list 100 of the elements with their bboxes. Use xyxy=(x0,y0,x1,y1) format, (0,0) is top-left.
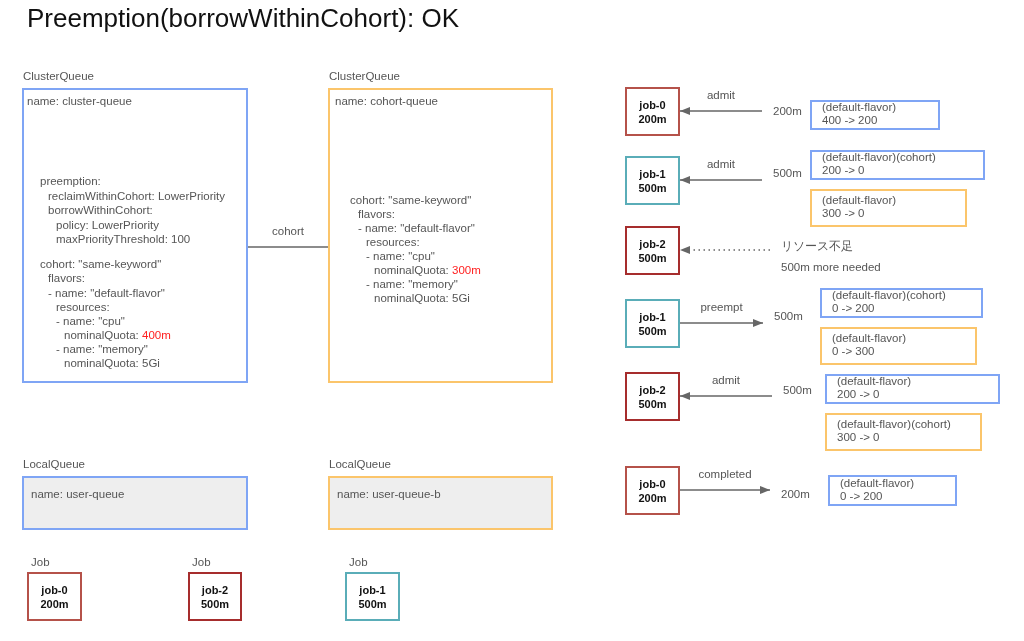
quota-change: 200 -> 0 xyxy=(837,388,880,401)
box-heading: Job xyxy=(31,556,50,568)
job-name: job-2 xyxy=(638,236,667,251)
box-heading: ClusterQueue xyxy=(23,70,94,82)
flavor-box xyxy=(825,374,1000,404)
job-name: job-2 xyxy=(200,582,230,597)
flavor-name: (default-flavor) xyxy=(832,332,907,345)
arrow xyxy=(679,107,763,115)
amount-text: 200m xyxy=(770,487,810,501)
code-line: nominalQuota: 400m xyxy=(64,328,171,342)
edge-label: admit xyxy=(704,89,738,101)
resource-amount: 200m xyxy=(39,596,70,611)
code-line: - name: "cpu" xyxy=(366,249,435,263)
flavor-box xyxy=(820,327,977,365)
job-box xyxy=(625,372,680,421)
job-box xyxy=(625,226,680,275)
flavor-name: (default-flavor)(cohort) xyxy=(832,289,946,302)
amount-text: 500m more needed xyxy=(781,260,881,275)
code-line: - name: "memory" xyxy=(366,277,458,291)
box-heading: LocalQueue xyxy=(329,458,392,470)
resource-amount: 500m xyxy=(357,596,388,611)
code-line: nominalQuota: 5Gi xyxy=(374,291,470,305)
flavor-box xyxy=(828,475,957,506)
code-line: name: cohort-queue xyxy=(335,94,438,108)
flavor-name: (default-flavor)(cohort) xyxy=(822,151,936,164)
resource-amount: 200m xyxy=(637,490,668,505)
code-line: maxPriorityThreshold: 100 xyxy=(56,232,191,246)
edge-label: admit xyxy=(709,374,743,386)
amount-text: 500m xyxy=(772,383,812,397)
connector-line xyxy=(247,246,329,248)
resource-amount: 500m xyxy=(199,596,231,611)
code-line: borrowWithinCohort: xyxy=(48,203,153,217)
box-heading: LocalQueue xyxy=(23,458,86,470)
code-line: resources: xyxy=(56,300,110,314)
box-heading: Job xyxy=(192,556,211,568)
edge-label: preempt xyxy=(698,301,745,313)
edge-label: admit xyxy=(704,158,738,170)
job-box xyxy=(625,87,680,136)
flavor-name: (default-flavor) xyxy=(822,101,897,114)
code-line: flavors: xyxy=(358,207,396,221)
quota-change: 0 -> 300 xyxy=(832,345,875,358)
note-text: リソース不足 xyxy=(781,239,854,254)
resource-amount: 500m xyxy=(637,180,668,195)
code-line: cohort: "same-keyword" xyxy=(40,257,162,271)
job-name: job-0 xyxy=(638,97,667,112)
resource-amount: 500m xyxy=(637,250,668,265)
resource-amount: 500m xyxy=(637,323,668,338)
job-name: job-0 xyxy=(40,582,69,597)
flavor-name: (default-flavor) xyxy=(840,476,915,490)
quota-change: 300 -> 0 xyxy=(822,207,865,220)
job-name: job-0 xyxy=(638,476,667,491)
code-line: - name: "default-flavor" xyxy=(358,221,475,235)
flavor-box xyxy=(810,100,940,130)
amount-text: 500m xyxy=(762,166,802,180)
code-line: preemption: xyxy=(40,174,101,188)
quota-change: 0 -> 200 xyxy=(840,489,883,503)
amount-text: 200m xyxy=(762,104,802,118)
job-name: job-1 xyxy=(638,166,667,181)
arrow xyxy=(679,319,764,327)
code-line: resources: xyxy=(366,235,420,249)
code-line: policy: LowerPriority xyxy=(56,218,159,232)
code-line: - name: "memory" xyxy=(56,342,148,356)
box-heading: ClusterQueue xyxy=(329,70,400,82)
code-line: flavors: xyxy=(48,271,86,285)
job-name: job-2 xyxy=(638,382,667,397)
flavor-box xyxy=(810,189,967,227)
job-box xyxy=(625,299,680,348)
dotted-arrow xyxy=(679,246,771,254)
code-line: reclaimWithinCohort: LowerPriority xyxy=(48,189,226,203)
arrow xyxy=(679,486,771,494)
quota-change: 400 -> 200 xyxy=(822,114,878,127)
job-name: job-1 xyxy=(638,309,667,324)
box-heading: Job xyxy=(349,556,368,568)
flavor-name: (default-flavor) xyxy=(822,194,897,207)
quota-change: 0 -> 200 xyxy=(832,302,875,315)
arrow xyxy=(679,392,773,400)
amount-text: 500m xyxy=(763,309,803,323)
flavor-box xyxy=(825,413,982,451)
code-line: - name: "default-flavor" xyxy=(48,286,165,300)
resource-amount: 200m xyxy=(637,111,668,126)
edge-label: cohort xyxy=(270,225,306,237)
flavor-box xyxy=(810,150,985,180)
resource-amount: 500m xyxy=(637,396,668,411)
code-line: name: cluster-queue xyxy=(27,94,132,108)
job-name: job-1 xyxy=(358,582,387,597)
quota-change: 200 -> 0 xyxy=(822,164,865,177)
job-box xyxy=(625,156,680,205)
job-box xyxy=(625,466,680,515)
code-line: name: user-queue xyxy=(31,487,125,501)
quota-change: 300 -> 0 xyxy=(837,431,880,444)
title: Preemption(borrowWithinCohort): OK xyxy=(27,3,460,34)
code-line: name: user-queue-b xyxy=(337,487,441,501)
code-line: nominalQuota: 300m xyxy=(374,263,481,277)
flavor-name: (default-flavor) xyxy=(837,375,912,388)
arrow xyxy=(679,176,763,184)
edge-label: completed xyxy=(696,468,754,480)
flavor-name: (default-flavor)(cohort) xyxy=(837,418,951,431)
code-line: nominalQuota: 5Gi xyxy=(64,356,160,370)
code-line: - name: "cpu" xyxy=(56,314,125,328)
flavor-box xyxy=(820,288,983,318)
